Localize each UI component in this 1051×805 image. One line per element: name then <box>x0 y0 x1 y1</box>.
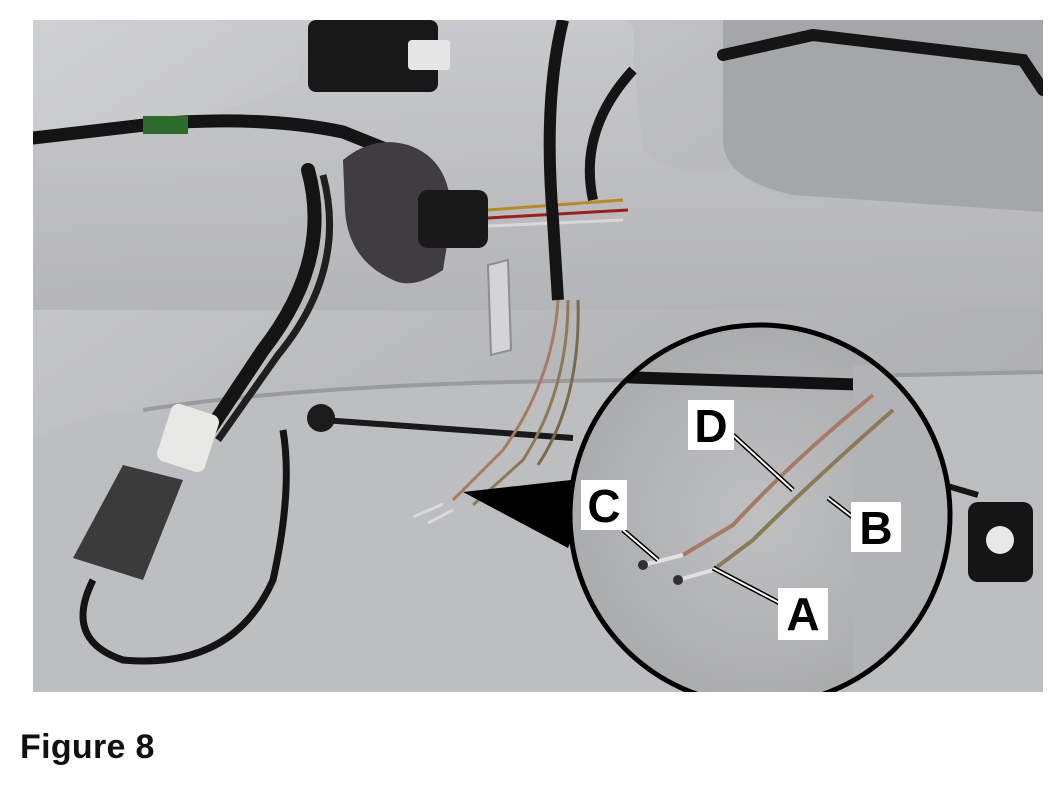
wire-tip-1 <box>412 502 444 519</box>
top-wire <box>717 28 1043 96</box>
figure-caption: Figure 8 <box>20 728 155 766</box>
panel-cutout <box>723 20 1043 212</box>
ledge-wire <box>322 417 574 441</box>
loop-wire <box>79 429 290 665</box>
white-clip <box>157 403 219 473</box>
lower-foam <box>73 465 183 580</box>
metal-bracket <box>486 258 513 357</box>
magnifier-inset <box>567 322 953 692</box>
callout-c-label: C <box>587 480 620 532</box>
callout-pointer <box>463 477 598 548</box>
wire-tip-2 <box>427 508 454 525</box>
harness-connector <box>418 190 488 248</box>
loose-wire-2 <box>471 299 570 507</box>
loose-wire-1 <box>451 299 560 502</box>
callout-c: C <box>581 480 627 532</box>
top-connector <box>308 20 438 92</box>
loose-wire-3 <box>536 299 580 466</box>
upper-panel <box>33 20 1043 310</box>
photo-scene: D C B A <box>33 20 1043 692</box>
callout-d: D <box>688 400 734 452</box>
descending-harness-2 <box>215 174 334 443</box>
right-grommet-center <box>986 526 1014 554</box>
vertical-harness <box>543 20 569 301</box>
photo: D C B A <box>33 20 1043 692</box>
vertical-harness-2 <box>584 66 637 202</box>
green-clip <box>143 116 188 134</box>
callout-d-label: D <box>694 400 727 452</box>
foam-sleeve <box>343 142 452 284</box>
callout-a: A <box>778 588 828 640</box>
top-connector-plug <box>408 40 450 70</box>
callout-b-label: B <box>859 502 892 554</box>
ledge-edge <box>142 370 1043 412</box>
descending-harness <box>196 163 322 447</box>
callout-a-label: A <box>786 588 819 640</box>
grommet <box>307 404 335 432</box>
callout-b: B <box>851 502 901 554</box>
